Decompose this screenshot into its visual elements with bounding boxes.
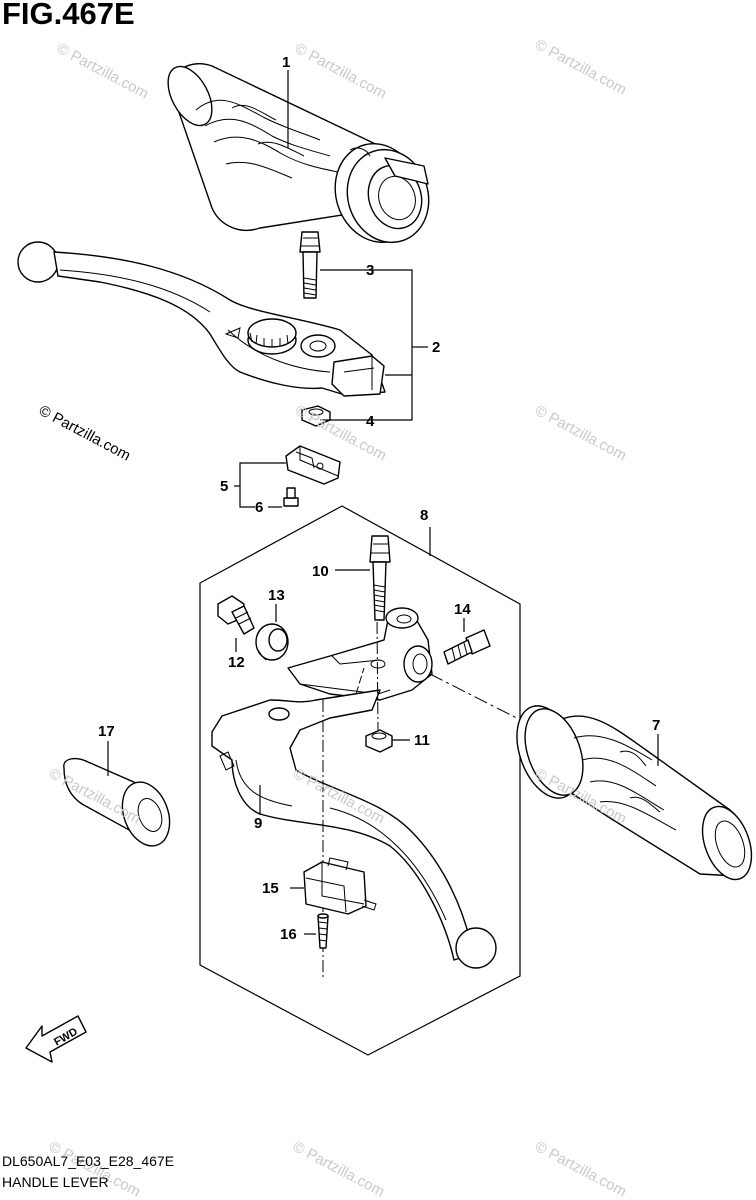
callout-11: 11	[414, 732, 430, 749]
callout-15: 15	[262, 880, 279, 897]
callout-9: 9	[254, 815, 262, 832]
front-stop-switch	[285, 445, 341, 485]
callout-2: 2	[432, 339, 440, 356]
fwd-arrow-icon: FWD	[25, 1015, 87, 1063]
callout-6: 6	[255, 499, 263, 516]
clutch-lever-bolt	[369, 535, 391, 621]
callout-4: 4	[366, 413, 375, 430]
pivot-bolt	[299, 231, 321, 299]
callout-8: 8	[420, 507, 428, 524]
callout-17: 17	[98, 723, 115, 740]
callout-5: 5	[220, 478, 228, 495]
callout-1: 1	[282, 54, 290, 71]
callout-16: 16	[280, 926, 297, 943]
callout-3: 3	[366, 262, 374, 279]
figure-title: FIG.467E	[2, 0, 135, 31]
figure-code: DL650AL7_E03_E28_467E	[2, 1153, 175, 1169]
callout-13: 13	[268, 587, 285, 604]
brake-lever	[17, 241, 386, 397]
clutch-lever-holder	[287, 607, 433, 701]
throttle-grip	[167, 63, 430, 244]
callout-10: 10	[312, 563, 329, 580]
holder-bolt	[443, 629, 491, 665]
lever-nut-lower	[365, 729, 393, 753]
switch-screw	[283, 487, 299, 507]
callout-14: 14	[454, 601, 471, 618]
lever-adjuster	[217, 595, 255, 635]
clutch-switch-screw	[317, 913, 329, 949]
adjuster-spring-washer	[255, 623, 289, 661]
callout-12: 12	[228, 654, 245, 671]
grip-end-cap	[63, 757, 171, 847]
figure-caption: HANDLE LEVER	[2, 1174, 109, 1190]
callout-7: 7	[652, 717, 660, 734]
handlebar-grip	[516, 705, 753, 881]
clutch-switch	[303, 857, 377, 915]
assembly-outline	[199, 505, 521, 1056]
